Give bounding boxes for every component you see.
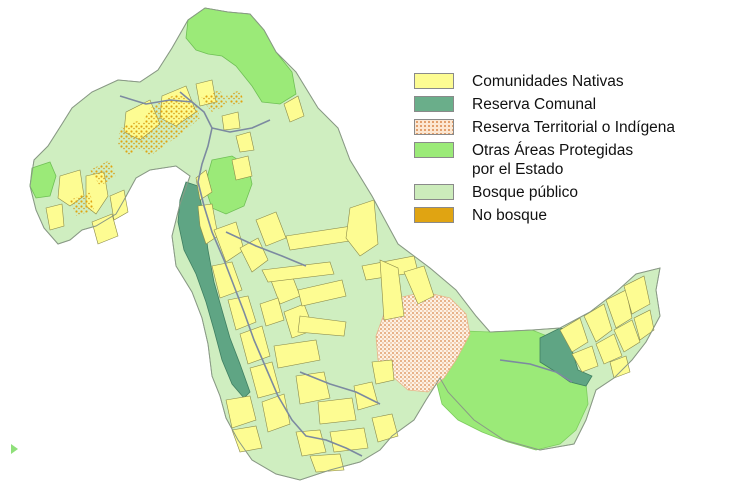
comunidad-nativa-patch [239,237,269,273]
comunidad-nativa-patch [583,303,613,343]
legend-item-reserva-territorial: Reserva Territorial o Indígena [414,118,730,137]
comunidad-nativa-patch [353,381,379,411]
legend-item-otras-areas: Otras Áreas Protegidas por el Estado [414,141,730,179]
comunidad-nativa-patch [221,111,241,131]
comunidad-nativa-patch [297,279,347,307]
legend-label: Reserva Territorial o Indígena [472,119,676,136]
river-line [499,359,573,383]
no-bosque-patch [118,120,144,156]
comunidad-nativa-patch [613,319,641,353]
comunidad-nativa-patch [273,339,321,369]
comunidad-nativa-patch [371,413,399,443]
comunidad-nativa-patch [609,355,631,379]
comunidad-nativa-patch [295,429,327,457]
legend-swatch [414,142,454,158]
comunidad-nativa-patch [623,275,651,315]
comunidad-nativa-patch [255,211,287,247]
comunidad-nativa-patch [259,297,285,327]
comunidades-nativas-patches [45,79,655,473]
region-border [29,7,661,481]
legend-item-bosque-publico: Bosque público [414,183,730,202]
comunidad-nativa-patch [91,213,119,245]
no-bosque-patch [90,160,116,186]
no-bosque-patch [70,192,94,216]
legend-label: Comunidades Nativas [472,73,624,90]
no-bosque-patch [138,94,200,156]
legend-label: Bosque público [472,184,578,201]
comunidad-nativa-patch [231,155,253,181]
no-bosque-patch [226,90,244,106]
rivers [119,91,573,457]
comunidad-nativa-patch [45,203,65,231]
river-line [179,91,363,457]
comunidad-nativa-patch [239,325,271,365]
river-line [299,371,381,405]
legend-item-reserva-comunal: Reserva Comunal [414,95,730,114]
comunidad-nativa-patch [605,289,633,329]
comunidad-nativa-patch [309,453,345,473]
comunidad-nativa-patch [595,333,623,365]
comunidad-nativa-patch [371,359,395,385]
river-line [225,231,307,267]
comunidad-nativa-patch [261,261,335,283]
legend-swatch [414,207,454,223]
comunidad-nativa-patch [283,95,305,123]
comunidad-nativa-patch [235,131,255,153]
river-line [119,95,193,105]
legend-item-no-bosque: No bosque [414,206,730,225]
legend-label: Reserva Comunal [472,96,597,113]
comunidad-nativa-patch [403,265,435,305]
comunidad-nativa-patch [379,259,405,321]
legend-item-comunidades-nativas: Comunidades Nativas [414,72,730,91]
legend-swatch [414,96,454,112]
comunidad-nativa-patch [225,395,257,429]
comunidad-nativa-patch [345,199,379,257]
comunidad-nativa-patch [231,425,263,453]
comunidad-nativa-patch [227,295,257,331]
legend-swatch [414,119,454,135]
comunidad-nativa-patch [297,315,347,337]
no-bosque-areas [70,90,244,216]
comunidad-nativa-patch [571,345,599,373]
no-bosque-patch [200,90,228,112]
comunidad-nativa-patch [329,427,369,453]
comunidad-nativa-patch [109,189,129,221]
legend-label: Otras Áreas Protegidas por el Estado [472,142,634,178]
comunidad-nativa-patch [633,309,655,341]
legend-swatch [414,184,454,200]
comunidad-nativa-patch [317,397,357,425]
legend-label: No bosque [472,207,547,224]
legend-swatch [414,73,454,89]
triangle-right-icon [11,444,18,454]
comunidad-nativa-patch [559,317,589,353]
river-line [211,119,271,133]
